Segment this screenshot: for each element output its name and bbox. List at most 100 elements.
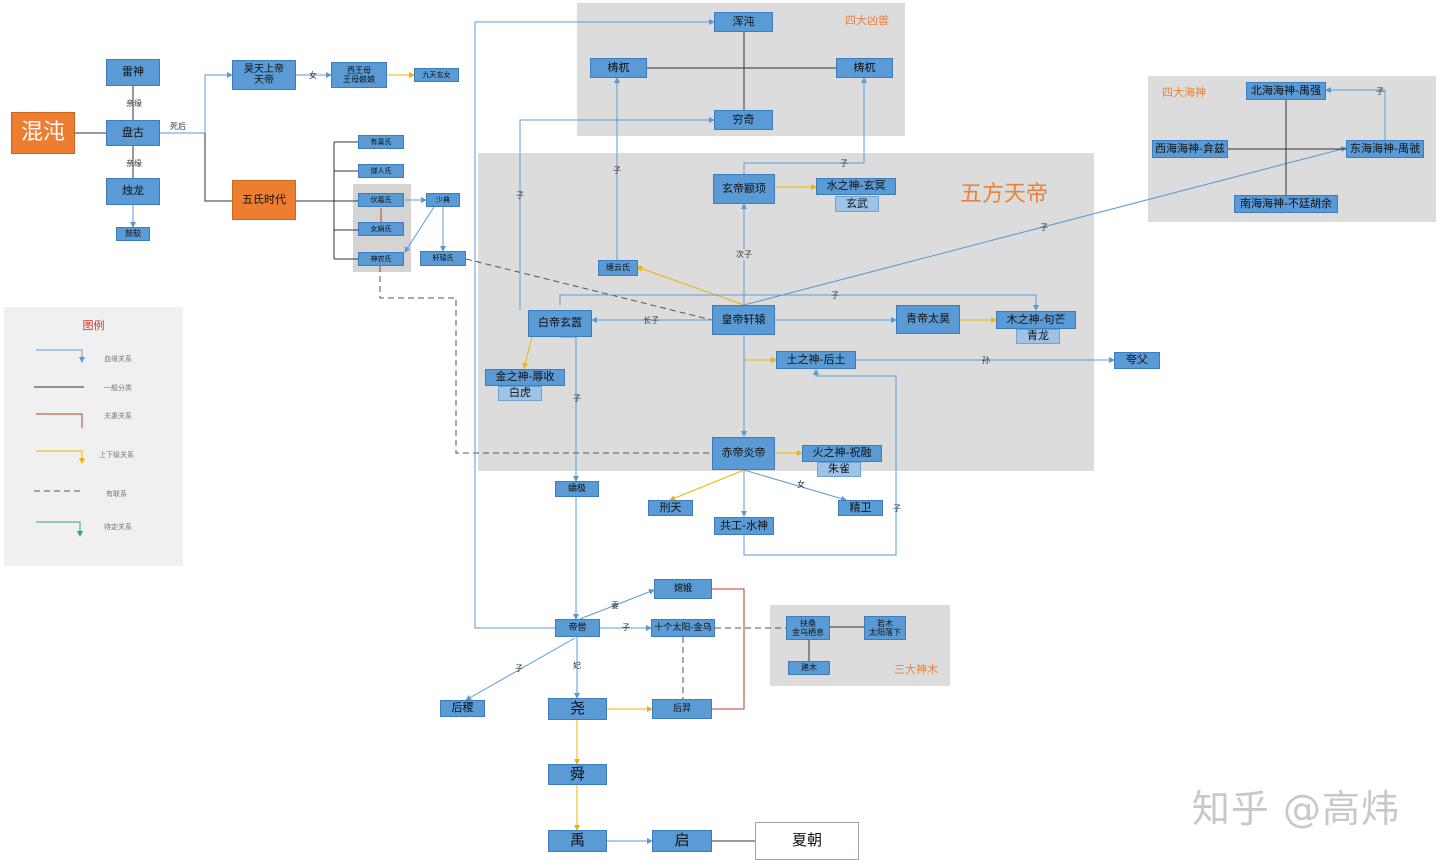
- edge-label-zi5: 子: [613, 166, 621, 175]
- node-yao[interactable]: 尧: [548, 698, 607, 720]
- edge-diku-houji: [465, 637, 576, 701]
- node-youchao[interactable]: 有巢氏: [358, 135, 404, 149]
- edge-donghai-beihai: [1325, 87, 1386, 140]
- edge-shennong-chidi: [379, 266, 712, 454]
- node-chidi[interactable]: 赤帝炎帝: [712, 437, 775, 470]
- node-rushou[interactable]: 金之神-蓐收: [485, 369, 565, 386]
- edge-label-qi2: 妻: [611, 601, 619, 610]
- edge-pangu-wushi: [204, 133, 232, 202]
- edge-huangdi-goumang-top: [559, 294, 1039, 311]
- legend-pending: 待定关系: [104, 523, 132, 531]
- node-xuanming[interactable]: 水之神-玄冥: [816, 178, 896, 195]
- node-nvwa[interactable]: 女娲氏: [358, 222, 404, 236]
- legend-blood: 血缘关系: [104, 355, 132, 363]
- node-shaodian[interactable]: 少典: [426, 193, 460, 207]
- legend-spouse: 夫妻关系: [104, 412, 132, 420]
- node-change[interactable]: 嫦娥: [654, 579, 712, 599]
- node-taowu-right[interactable]: 梼杌: [836, 58, 893, 78]
- node-qiongqi[interactable]: 穷奇: [714, 110, 773, 130]
- edge-diku-change: [579, 589, 655, 620]
- node-kuafu[interactable]: 夸父: [1114, 352, 1160, 369]
- edge-label-zi4: 子: [516, 191, 524, 200]
- edge-label-zi3: 子: [573, 394, 581, 403]
- node-donghai[interactable]: 东海海神-禺虢: [1346, 140, 1424, 158]
- node-pangu[interactable]: 盘古: [106, 120, 160, 146]
- edge-gonggong-houtu: [743, 369, 897, 556]
- edge-label-sun: 孙: [982, 356, 990, 365]
- edge-label-r2: 子: [1376, 87, 1384, 96]
- legend-related: 有联系: [106, 490, 127, 498]
- edge-huangdi-donghai: [743, 146, 1347, 306]
- edge-change-houyi-spouse: [712, 588, 745, 710]
- node-haotian[interactable]: 昊天上帝 天帝: [232, 60, 296, 90]
- node-beihai[interactable]: 北海海神-禺强: [1246, 82, 1326, 100]
- edge-huangdi-jinyun: [636, 265, 745, 306]
- node-houtu[interactable]: 土之神-后土: [776, 351, 856, 369]
- node-jinyun[interactable]: 缙云氏: [598, 260, 638, 276]
- edge-chidi-jingwei: [743, 469, 847, 502]
- node-shennong[interactable]: 神农氏: [358, 252, 404, 266]
- node-goumang[interactable]: 木之神-句芒: [996, 311, 1076, 329]
- edge-baidi-jiaoji: [560, 336, 579, 482]
- node-xia[interactable]: 夏朝: [755, 822, 859, 860]
- group-title-four-beasts: 四大凶兽: [845, 14, 889, 27]
- node-houji[interactable]: 后稷: [440, 700, 485, 717]
- node-jiutian[interactable]: 九天玄女: [414, 68, 459, 82]
- edge-label-sihou: 死后: [170, 122, 186, 131]
- node-hundun[interactable]: 混沌: [11, 112, 75, 154]
- legend-line-spouse: [36, 413, 83, 428]
- edge-sea-cross: [1228, 100, 1346, 195]
- node-baihu[interactable]: 白虎: [498, 386, 542, 401]
- node-xihai[interactable]: 西海海神-弇兹: [1152, 140, 1228, 158]
- node-jiaoji[interactable]: 蟜极: [555, 481, 599, 497]
- node-xingtian[interactable]: 刑天: [648, 500, 693, 516]
- node-nanhai[interactable]: 南海海神-不廷胡余: [1234, 195, 1338, 213]
- group-title-five-emperors: 五方天帝: [960, 182, 1049, 207]
- node-gonggong[interactable]: 共工-水神: [714, 517, 774, 535]
- node-baidi[interactable]: 白帝玄嚣: [528, 310, 592, 337]
- edge-beasts-cross: [647, 32, 836, 110]
- group-title-sea-gods: 四大海神: [1162, 86, 1206, 99]
- node-fusang[interactable]: 扶桑 金乌栖息: [786, 616, 830, 640]
- node-leishen[interactable]: 雷神: [106, 59, 160, 86]
- node-shiyang[interactable]: 十个太阳-金乌: [651, 619, 715, 637]
- node-guyue[interactable]: 鼓駮: [116, 227, 150, 241]
- node-suiren[interactable]: 燧人氏: [358, 164, 404, 178]
- node-huangdi[interactable]: 皇帝轩辕: [712, 305, 775, 335]
- legend-line-blood: [36, 349, 85, 363]
- edge-label-zi6: 子: [840, 159, 848, 168]
- node-taowu-left[interactable]: 梼杌: [590, 58, 647, 78]
- node-houyi[interactable]: 后羿: [652, 699, 712, 719]
- node-diku[interactable]: 帝喾: [555, 619, 600, 637]
- node-wushi[interactable]: 五氏时代: [232, 180, 296, 220]
- node-zhurong[interactable]: 火之神-祝融: [802, 445, 882, 462]
- node-xuanwu[interactable]: 玄武: [835, 196, 879, 212]
- node-jingwei[interactable]: 精卫: [838, 500, 883, 516]
- node-shun[interactable]: 舜: [548, 764, 607, 785]
- node-hundun-beast[interactable]: 浑沌: [714, 12, 773, 32]
- legend-line-pending: [36, 521, 83, 537]
- node-qinglong[interactable]: 青龙: [1016, 329, 1060, 344]
- edge-baidi-qiongqi: [519, 117, 715, 310]
- group-title-three-trees: 三大神木: [894, 663, 938, 676]
- edge-baidi-rushou: [522, 336, 533, 369]
- node-qingdi[interactable]: 青帝太昊: [896, 305, 960, 334]
- node-jianmu[interactable]: 建木: [788, 661, 830, 675]
- edge-label-zi8: 子: [515, 664, 523, 673]
- node-zhuque[interactable]: 朱雀: [817, 462, 861, 477]
- legend-title: 图例: [82, 319, 105, 332]
- node-xuanyuan[interactable]: 轩辕氏: [420, 251, 466, 266]
- node-yu[interactable]: 禹: [548, 830, 607, 852]
- node-xiwangmu[interactable]: 西王母 王母娘娘: [331, 62, 387, 88]
- node-zhulong[interactable]: 烛龙: [106, 178, 160, 205]
- edge-huangdi-houtu: [743, 335, 777, 363]
- legend-panel: 图例 血缘关系 一般分类 夫妻关系 上下级关系 有联系 待定关系: [4, 307, 183, 566]
- edge-zhuanxu-taowu2: [743, 77, 867, 176]
- edge-xuanyuan-huangdi: [465, 258, 713, 321]
- node-ruomu[interactable]: 若木 太阳落下: [864, 616, 906, 640]
- node-qi[interactable]: 启: [652, 830, 712, 852]
- node-zhuanxu[interactable]: 玄帝颛顼: [713, 174, 775, 204]
- edge-label-qinyuan1: 亲缘: [126, 99, 142, 108]
- node-fuxi[interactable]: 伏羲氏: [358, 193, 404, 207]
